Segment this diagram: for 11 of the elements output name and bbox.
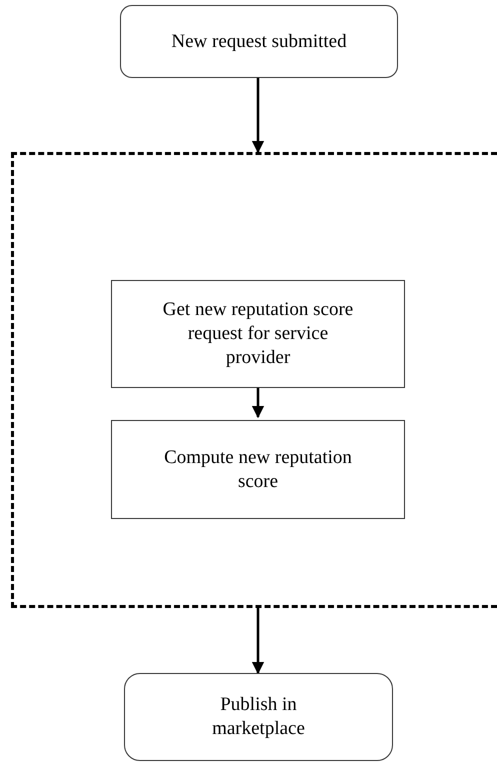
rounded-process-box [124,673,393,761]
dashed-group-box [11,152,497,608]
node-label: Publish in marketplace [211,693,306,741]
node-label: Compute new reputation score [163,446,353,494]
arrow [252,78,264,154]
rounded-process-box [120,5,398,78]
process-box [111,280,405,388]
node-label: New request submitted [170,30,348,54]
arrow [252,608,264,674]
process-box [111,420,405,519]
node-label: Get new reputation score request for service provider [162,298,354,370]
